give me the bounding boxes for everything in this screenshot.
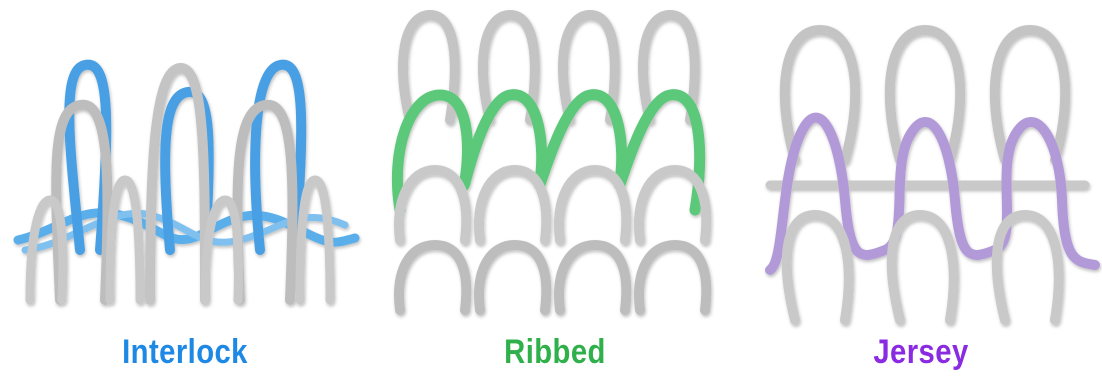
interlock-label: Interlock — [26, 333, 344, 372]
jersey-knit-illustration — [740, 0, 1102, 330]
ribbed-label: Ribbed — [396, 333, 714, 372]
interlock-panel: Interlock — [0, 0, 370, 378]
ribbed-panel: Ribbed — [370, 0, 740, 378]
ribbed-knit-illustration — [370, 0, 740, 330]
interlock-knit-illustration — [0, 0, 370, 330]
jersey-panel: Jersey — [740, 0, 1102, 378]
jersey-label: Jersey — [765, 333, 1076, 372]
